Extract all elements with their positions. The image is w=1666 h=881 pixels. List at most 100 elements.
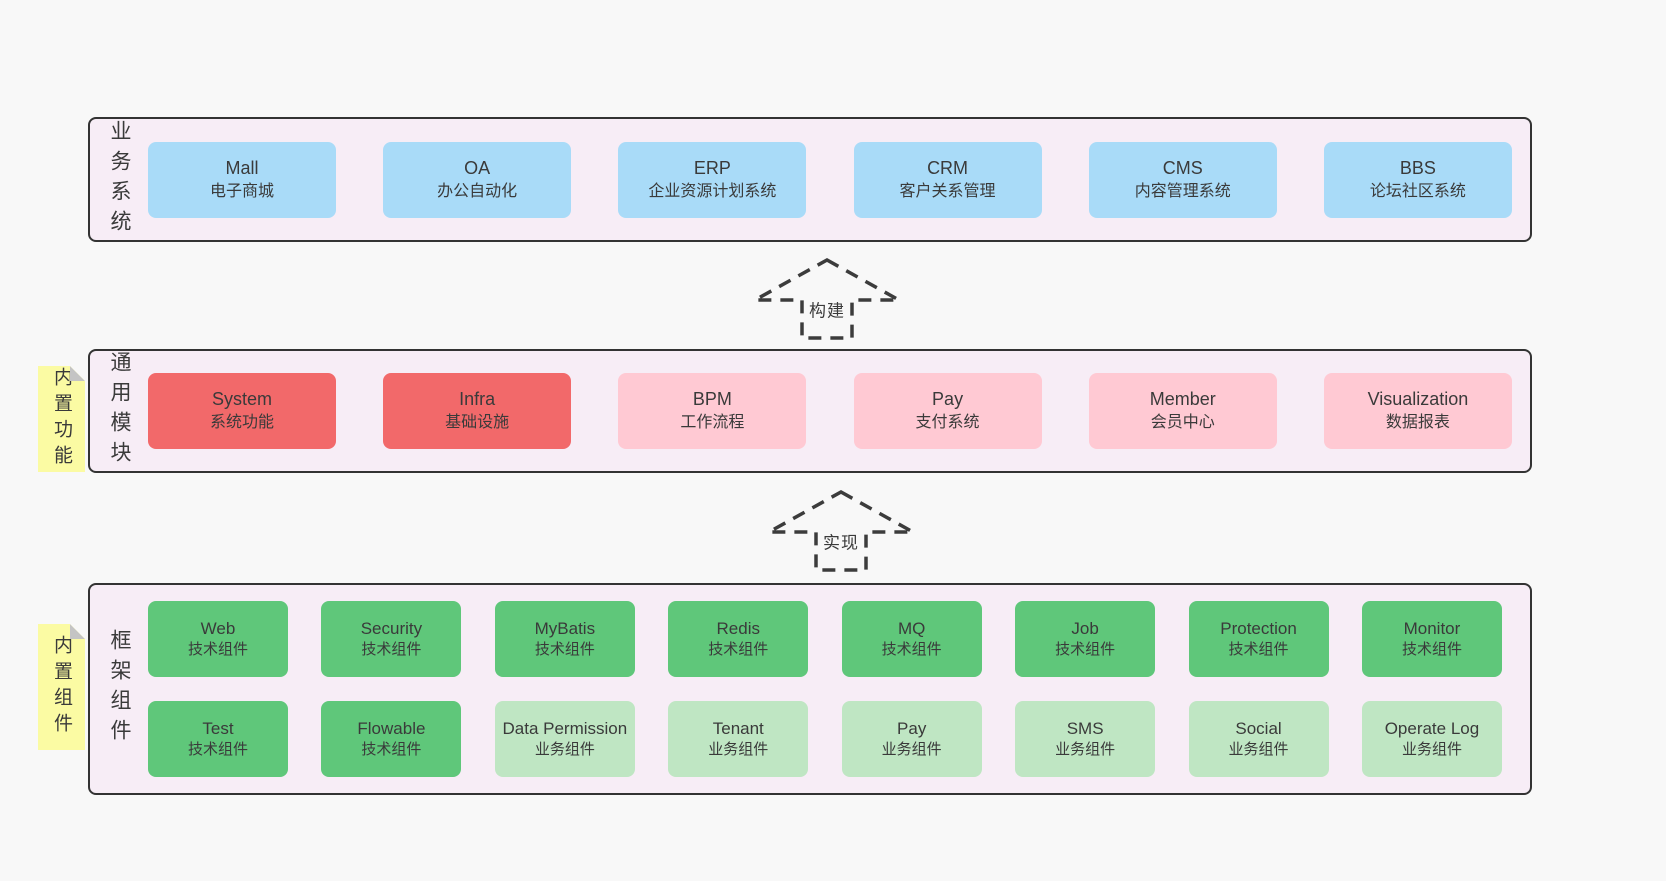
sticky-note-text: 内置组件 [51, 635, 72, 739]
box-title: MyBatis [534, 619, 596, 639]
box-bbs: BBS 论坛社区系统 [1323, 141, 1512, 218]
box-crm: CRM 客户关系管理 [853, 141, 1042, 218]
box-title: Flowable [357, 719, 426, 739]
box-redis: Redis 技术组件 [668, 601, 809, 677]
box-test: Test 技术组件 [148, 701, 288, 777]
box-subtitle: 技术组件 [708, 641, 769, 659]
box-mybatis: MyBatis 技术组件 [494, 601, 635, 677]
box-title: Security [360, 619, 423, 639]
box-title: Visualization [1367, 389, 1469, 410]
box-system: System 系统功能 [148, 373, 336, 449]
box-pay: Pay 支付系统 [853, 373, 1042, 449]
box-flowable: Flowable 技术组件 [321, 701, 462, 777]
box-subtitle: 技术组件 [1055, 641, 1116, 659]
box-bpm: BPM 工作流程 [618, 373, 807, 449]
box-infra: Infra 基础设施 [383, 373, 572, 449]
box-subtitle: 技术组件 [1228, 641, 1289, 659]
box-subtitle: 业务组件 [708, 741, 769, 759]
build-arrow: 构建 [752, 257, 902, 341]
box-title: Redis [716, 619, 760, 639]
box-title: Operate Log [1384, 719, 1480, 739]
box-title: BPM [692, 389, 732, 410]
box-subtitle: 客户关系管理 [899, 182, 996, 200]
box-web: Web 技术组件 [148, 601, 288, 677]
band-components-label: 框架组件 [108, 629, 131, 749]
box-subtitle: 技术组件 [361, 741, 422, 759]
box-subtitle: 业务组件 [1055, 741, 1116, 759]
box-subtitle: 会员中心 [1150, 414, 1215, 432]
build-arrow-label: 构建 [806, 296, 848, 322]
box-subtitle: 技术组件 [1401, 641, 1462, 659]
band-business-label: 业务系统 [108, 119, 131, 240]
box-member: Member 会员中心 [1088, 373, 1277, 449]
box-title: Web [200, 619, 236, 639]
box-oa: OA 办公自动化 [383, 141, 572, 218]
box-subtitle: 业务组件 [1401, 741, 1462, 759]
folded-corner-icon [70, 366, 85, 381]
box-subtitle: 企业资源计划系统 [648, 182, 777, 200]
box-title: ERP [693, 157, 731, 178]
box-security: Security 技术组件 [321, 601, 462, 677]
box-title: System [211, 389, 272, 410]
box-title: Pay [897, 719, 927, 739]
box-tenant: Tenant 业务组件 [668, 701, 809, 777]
box-title: Monitor [1403, 619, 1461, 639]
box-subtitle: 技术组件 [361, 641, 422, 659]
box-erp: ERP 企业资源计划系统 [618, 141, 807, 218]
box-operate-log: Operate Log 业务组件 [1361, 701, 1502, 777]
box-social: Social 业务组件 [1188, 701, 1329, 777]
dashed-up-arrow-icon [766, 489, 916, 572]
box-title: CMS [1162, 157, 1203, 178]
box-subtitle: 技术组件 [187, 741, 248, 759]
box-sms: SMS 业务组件 [1015, 701, 1156, 777]
box-title: Member [1149, 389, 1216, 410]
box-subtitle: 系统功能 [209, 414, 274, 432]
box-subtitle: 技术组件 [881, 641, 942, 659]
sticky-note-built-in-features: 内置功能 [38, 366, 85, 472]
box-title: Data Permission [502, 719, 628, 739]
sticky-note-text: 内置功能 [51, 367, 72, 471]
box-monitor: Monitor 技术组件 [1361, 601, 1502, 677]
box-pay: Pay 业务组件 [841, 701, 982, 777]
box-title: MQ [897, 619, 926, 639]
box-title: CRM [927, 157, 969, 178]
box-subtitle: 技术组件 [534, 641, 595, 659]
box-subtitle: 业务组件 [881, 741, 942, 759]
box-subtitle: 论坛社区系统 [1369, 182, 1466, 200]
implement-arrow: 实现 [766, 489, 916, 573]
box-subtitle: 基础设施 [445, 414, 510, 432]
box-subtitle: 支付系统 [915, 414, 980, 432]
box-subtitle: 办公自动化 [437, 182, 518, 200]
module-boxes: System 系统功能 Infra 基础设施 BPM 工作流程 Pay 支付系统 Member 会… [148, 351, 1530, 471]
box-subtitle: 内容管理系统 [1134, 182, 1231, 200]
box-title: Infra [459, 389, 496, 410]
box-title: Test [202, 719, 234, 739]
dashed-up-arrow-icon [752, 257, 902, 340]
box-title: Pay [932, 389, 964, 410]
box-title: Tenant [712, 719, 764, 739]
box-cms: CMS 内容管理系统 [1088, 141, 1277, 218]
box-subtitle: 业务组件 [1228, 741, 1289, 759]
box-title: SMS [1066, 719, 1104, 739]
box-title: OA [464, 157, 491, 178]
box-subtitle: 工作流程 [680, 414, 745, 432]
implement-arrow-label: 实现 [820, 528, 862, 554]
folded-corner-icon [70, 624, 85, 639]
box-mq: MQ 技术组件 [841, 601, 982, 677]
box-title: BBS [1399, 157, 1436, 178]
box-title: Social [1235, 719, 1282, 739]
box-subtitle: 技术组件 [187, 641, 248, 659]
box-title: Mall [225, 157, 259, 178]
